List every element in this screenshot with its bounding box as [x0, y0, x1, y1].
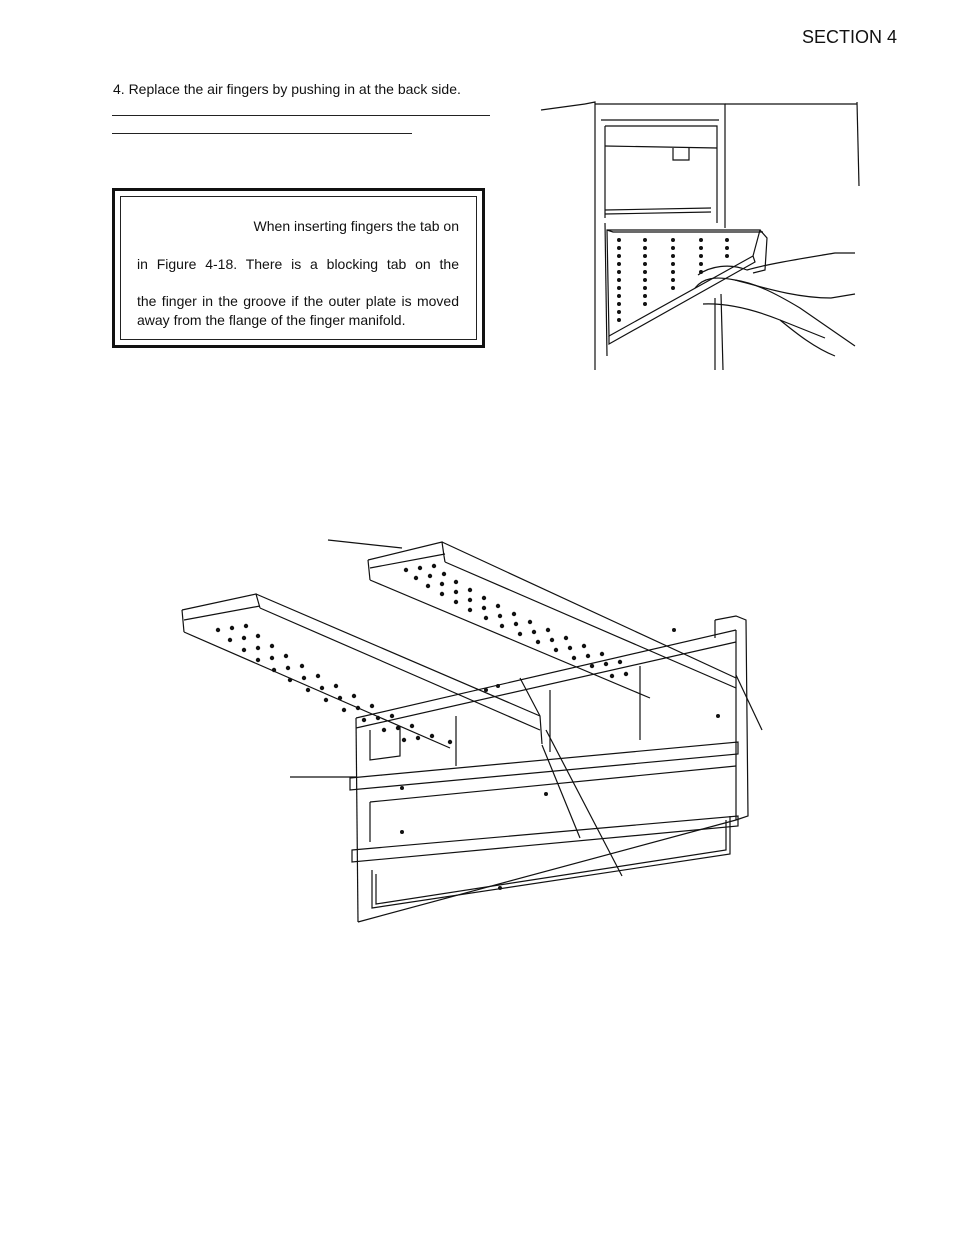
- step-instruction: 4. Replace the air fingers by pushing in…: [113, 81, 461, 97]
- note-box: When inserting fingers the tab on in Fig…: [112, 188, 485, 348]
- section-label: SECTION 4: [802, 27, 898, 47]
- note-inner-border: [120, 196, 477, 340]
- note-line: the finger in the groove if the outer pl…: [137, 293, 459, 309]
- underline-rule: [112, 115, 490, 116]
- underline-rule: [112, 133, 412, 134]
- hand-inserting-finger-illustration: [540, 101, 860, 371]
- note-line: When inserting fingers the tab on: [253, 218, 459, 234]
- finger-manifold-assembly-illustration: [181, 539, 763, 923]
- note-line: in Figure 4-18. There is a blocking tab …: [137, 256, 459, 272]
- note-line: away from the flange of the finger manif…: [137, 312, 406, 328]
